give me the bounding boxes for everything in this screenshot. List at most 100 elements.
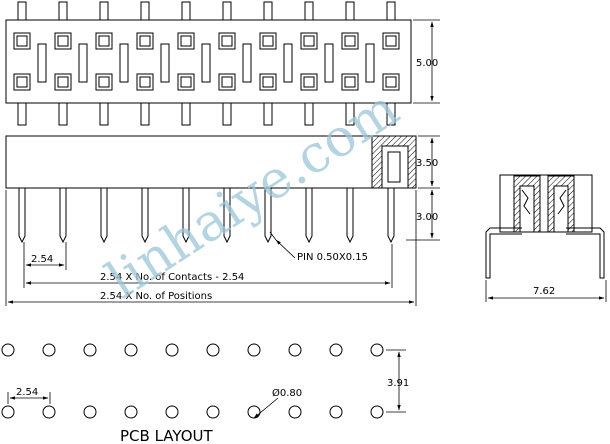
top-contact-inner bbox=[385, 35, 397, 47]
top-slot bbox=[160, 43, 170, 83]
top-contact-inner bbox=[57, 76, 69, 88]
top-pin-upper bbox=[58, 1, 68, 21]
top-height-dimension bbox=[413, 19, 440, 104]
end-view-right-pin bbox=[566, 227, 605, 279]
top-contact-inner bbox=[221, 76, 233, 88]
positions-length-label: 2.54 X No. of Positions bbox=[100, 291, 212, 302]
top-pin-lower bbox=[386, 102, 396, 126]
top-contact-inner bbox=[139, 76, 151, 88]
top-contact-square bbox=[177, 32, 195, 50]
side-pin bbox=[346, 188, 354, 244]
top-contact-square bbox=[136, 73, 154, 91]
top-contact-square bbox=[95, 32, 113, 50]
side-body-height-label: 3.50 bbox=[416, 158, 438, 169]
pcb-hole-lower bbox=[42, 405, 56, 419]
top-pin-lower bbox=[140, 102, 150, 126]
top-contact-square bbox=[13, 32, 31, 50]
top-contact-inner bbox=[98, 76, 110, 88]
pcb-hole-lower bbox=[288, 405, 302, 419]
hole-diameter-leader bbox=[253, 397, 279, 419]
pcb-hole-lower bbox=[329, 405, 343, 419]
pcb-pitch-dimension bbox=[7, 392, 51, 404]
watermark-text: linhaiye.com bbox=[96, 79, 409, 311]
top-contact-inner bbox=[262, 76, 274, 88]
pcb-hole-upper bbox=[124, 343, 138, 357]
top-contact-inner bbox=[180, 35, 192, 47]
pcb-pitch-label: 2.54 bbox=[16, 387, 38, 398]
top-pin-lower bbox=[58, 102, 68, 126]
top-view bbox=[5, 1, 412, 126]
top-pin-upper bbox=[263, 1, 273, 21]
pcb-hole-upper bbox=[329, 343, 343, 357]
side-pin bbox=[59, 188, 67, 244]
top-slot bbox=[78, 43, 88, 83]
top-slots bbox=[37, 43, 375, 83]
pcb-hole-lower bbox=[206, 405, 220, 419]
contacts-length-dimension bbox=[23, 244, 393, 288]
top-pin-upper bbox=[386, 1, 396, 21]
top-pin-lower bbox=[222, 102, 232, 126]
side-pin bbox=[100, 188, 108, 244]
side-pin bbox=[141, 188, 149, 244]
top-pin-upper bbox=[140, 1, 150, 21]
pin-note-label: PIN 0.50X0.15 bbox=[297, 252, 368, 263]
top-contact-inner bbox=[98, 35, 110, 47]
side-view-pins bbox=[18, 188, 395, 244]
side-pin bbox=[223, 188, 231, 244]
pcb-layout-title: PCB LAYOUT bbox=[120, 427, 214, 444]
pitch-label: 2.54 bbox=[31, 254, 53, 265]
pcb-row-spacing-label: 3.91 bbox=[387, 378, 409, 389]
pcb-hole-lower bbox=[1, 405, 15, 419]
top-contact-inner bbox=[139, 35, 151, 47]
hole-diameter-label: Ø0.80 bbox=[272, 387, 302, 399]
pcb-hole-upper bbox=[247, 343, 261, 357]
side-pin bbox=[305, 188, 313, 244]
top-contact-inner bbox=[262, 35, 274, 47]
pcb-hole-upper bbox=[206, 343, 220, 357]
pcb-row-spacing-dimension bbox=[386, 349, 406, 413]
top-contact-square bbox=[300, 32, 318, 50]
side-pin bbox=[264, 188, 272, 244]
top-contact-square bbox=[259, 32, 277, 50]
top-contact-square bbox=[218, 32, 236, 50]
top-slot bbox=[37, 43, 47, 83]
pcb-hole-upper bbox=[1, 343, 15, 357]
pcb-holes bbox=[1, 343, 384, 419]
top-pins-upper bbox=[17, 1, 396, 21]
top-height-label: 5.00 bbox=[416, 58, 438, 69]
end-view bbox=[485, 174, 605, 279]
top-contact-inner bbox=[180, 76, 192, 88]
top-contact-inner bbox=[16, 76, 28, 88]
top-contact-square bbox=[54, 73, 72, 91]
pin-note-leader bbox=[269, 231, 296, 259]
top-contact-inner bbox=[344, 35, 356, 47]
top-slot bbox=[283, 43, 293, 83]
top-contact-square bbox=[177, 73, 195, 91]
top-contact-inner bbox=[303, 35, 315, 47]
top-contact-square bbox=[382, 32, 400, 50]
pitch-dimension bbox=[23, 242, 67, 270]
pcb-hole-lower bbox=[370, 405, 384, 419]
top-contact-square bbox=[259, 73, 277, 91]
end-view-left-pin bbox=[485, 227, 522, 279]
top-contact-inner bbox=[57, 35, 69, 47]
top-pin-upper bbox=[304, 1, 314, 21]
top-slot bbox=[242, 43, 252, 83]
side-pin bbox=[18, 188, 26, 244]
top-contact-square bbox=[300, 73, 318, 91]
top-pins-lower bbox=[17, 102, 396, 126]
top-contacts-upper bbox=[13, 32, 400, 50]
top-pin-upper bbox=[181, 1, 191, 21]
pcb-hole-upper bbox=[370, 343, 384, 357]
end-view-body bbox=[499, 174, 593, 233]
top-pin-upper bbox=[99, 1, 109, 21]
pcb-hole-upper bbox=[83, 343, 97, 357]
top-pin-lower bbox=[304, 102, 314, 126]
top-contact-square bbox=[136, 32, 154, 50]
top-pin-lower bbox=[181, 102, 191, 126]
pcb-hole-lower bbox=[124, 405, 138, 419]
side-pin bbox=[182, 188, 190, 244]
top-contact-square bbox=[382, 73, 400, 91]
top-slot bbox=[324, 43, 334, 83]
side-pin-length-label: 3.00 bbox=[416, 212, 438, 223]
